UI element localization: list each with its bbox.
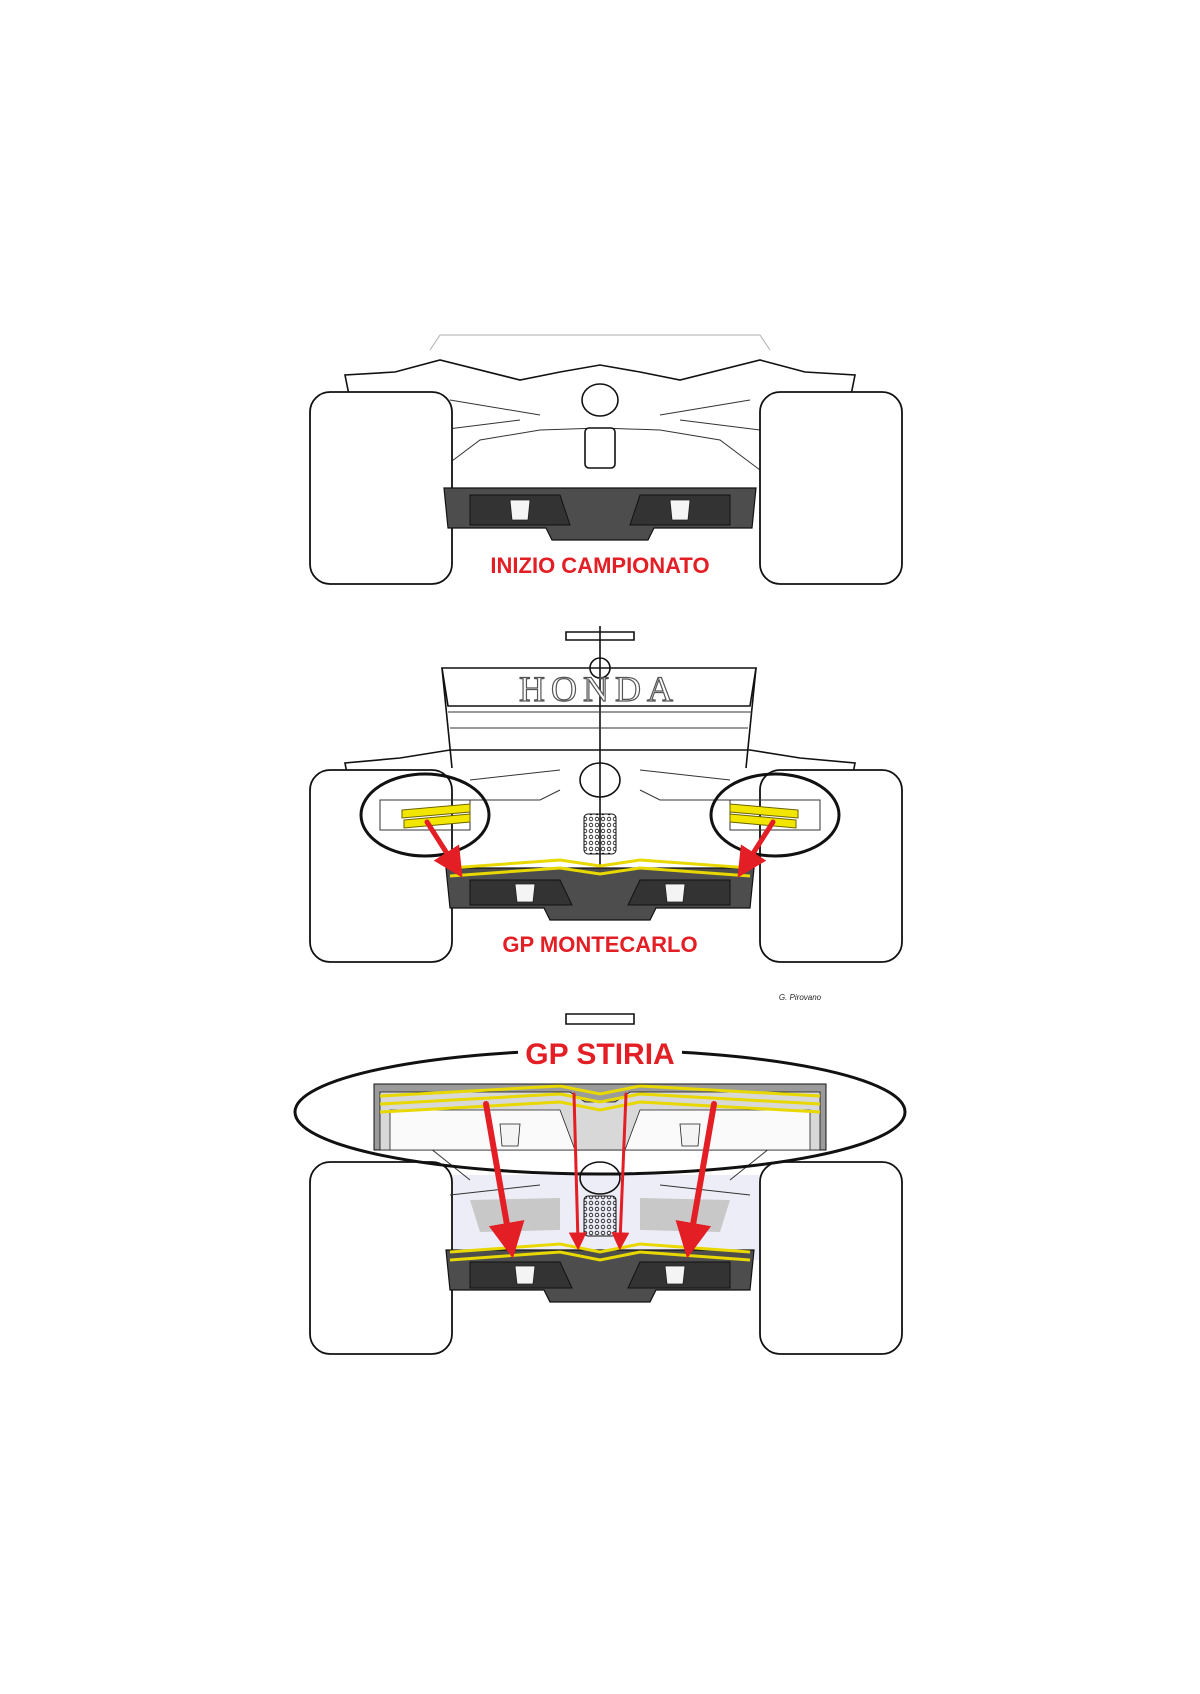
caption-backdrop [518,1036,682,1070]
right-rear-tyre [759,391,903,585]
rear-wing [441,667,757,707]
highlight-ellipse-right [709,772,841,858]
car-view-gp-stiria [293,1013,907,1355]
illustrator-credit: G. Pirovano [779,993,822,1002]
car-view-gp-montecarlo: HONDA [309,626,903,963]
wing-lettering: HONDA [519,669,679,709]
left-rear-tyre [309,391,453,585]
caption-gp-montecarlo: GP MONTECARLO [502,932,697,957]
highlight-ellipse-left [359,772,491,858]
caption-gp-stiria: GP STIRIA [525,1038,674,1071]
car-view-inizio-campionato [309,334,903,585]
caption-inizio-campionato: INIZIO CAMPIONATO [490,553,709,578]
